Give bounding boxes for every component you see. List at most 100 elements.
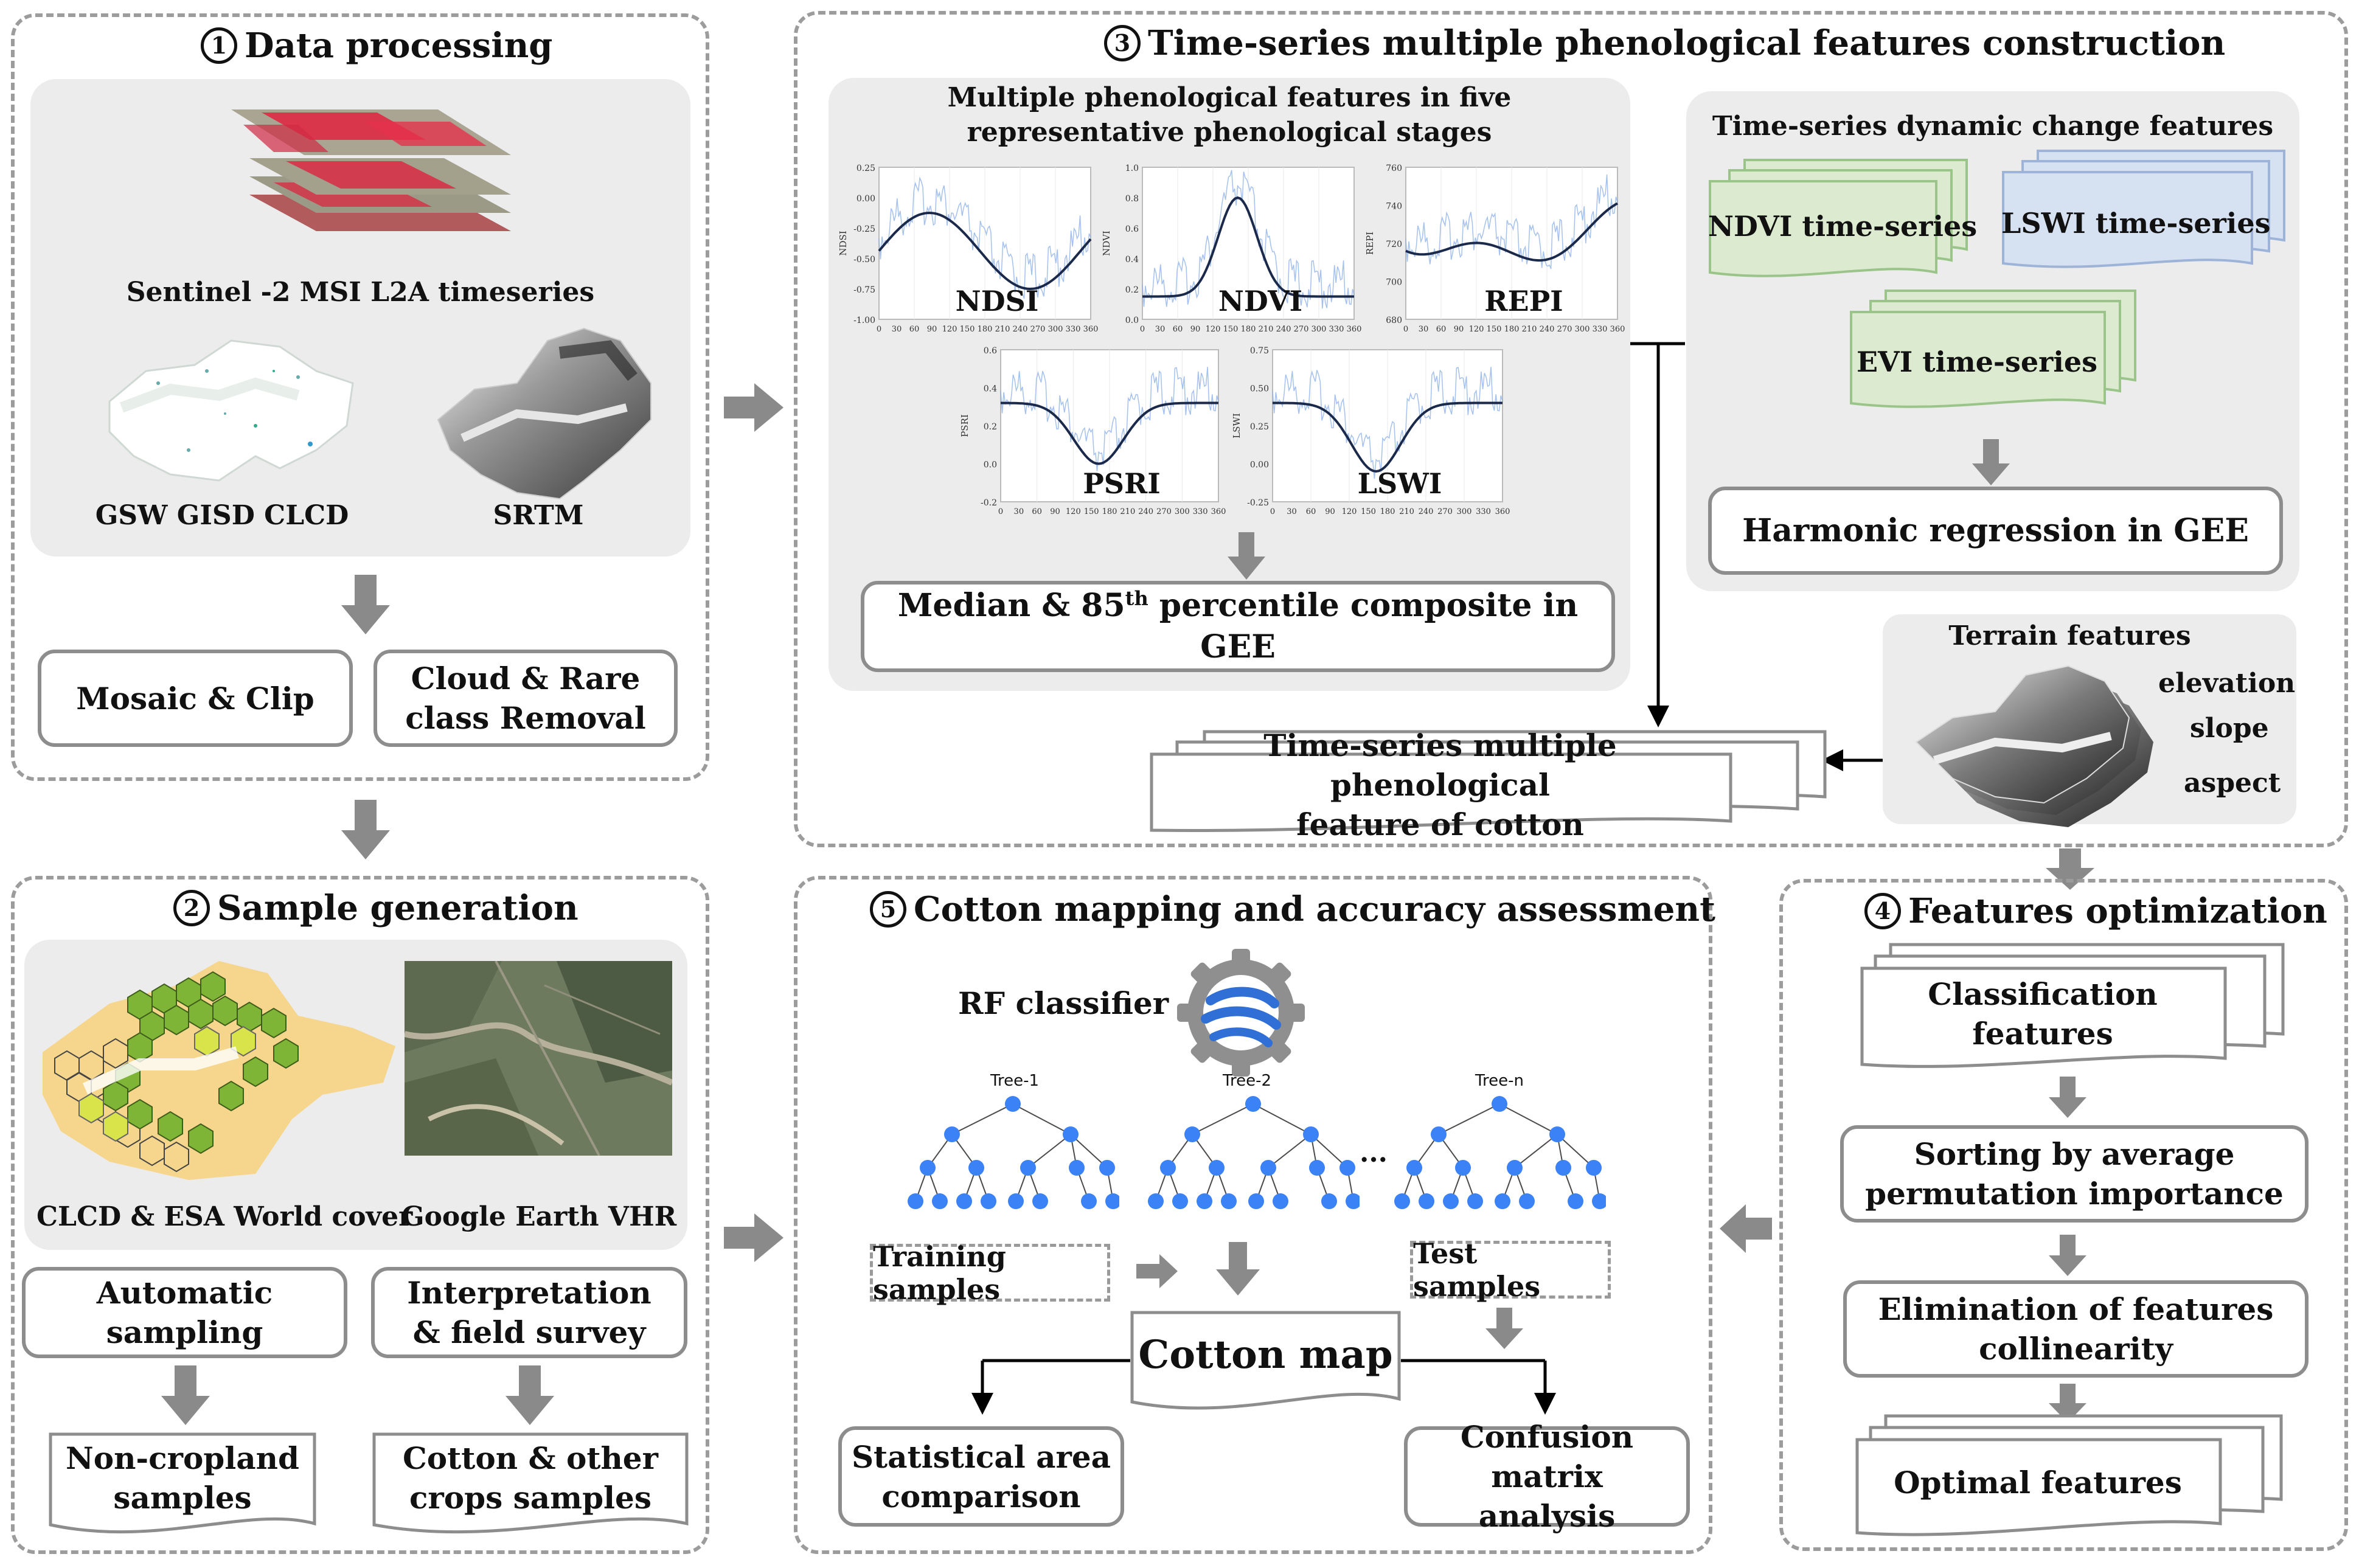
interpretation-line-1: Interpretation: [407, 1275, 651, 1311]
cotton-map-text: Cotton map: [1138, 1331, 1393, 1378]
median-text-sup: th: [1125, 587, 1148, 611]
elimination-box: Elimination of features collinearity: [1843, 1280, 2309, 1378]
median-text-b: percentile composite in GEE: [1148, 587, 1579, 665]
plot-xtick: 300: [1457, 507, 1472, 516]
automatic-sampling-line-2: sampling: [106, 1314, 263, 1350]
plot-ytick: -0.25: [853, 224, 875, 234]
plot-xtick: 90: [1190, 325, 1201, 334]
tree-node: [968, 1160, 984, 1176]
clcd-hex-map: [43, 961, 395, 1180]
mosaic-clip-text: Mosaic & Clip: [76, 680, 314, 716]
plot-xtick: 30: [1419, 325, 1429, 334]
plot-xtick: 60: [1032, 507, 1042, 516]
arrow-left-to-panel-5: [1720, 1204, 1772, 1253]
plot-xtick: 210: [1120, 507, 1135, 516]
plot-ytick: 0.4: [1125, 255, 1139, 265]
confusion-matrix-line-2: analysis: [1478, 1498, 1616, 1534]
evi-ts-label: EVI time-series: [1856, 345, 2098, 378]
ts-features-text: Time-series multiple phenological featur…: [1150, 727, 1731, 842]
cotton-samples-line-1: Cotton & other: [403, 1440, 658, 1476]
plot-xtick: 120: [1066, 507, 1081, 516]
test-samples-text: Test samples: [1413, 1237, 1541, 1303]
tree-node: [981, 1193, 996, 1209]
tree-node: [1008, 1193, 1024, 1209]
tree-node: [1321, 1193, 1337, 1209]
panel-2-title-text: Sample generation: [217, 888, 578, 928]
tree-node: [1005, 1096, 1021, 1112]
gsw-map-image: [108, 339, 354, 482]
tree-node: [1346, 1193, 1360, 1209]
plot-xtick: 90: [927, 325, 937, 334]
plot-ytick: -0.50: [853, 255, 875, 265]
plot-xtick: 240: [1276, 325, 1291, 334]
arrow-right-2: [724, 1213, 783, 1262]
plot-xtick: 270: [1294, 325, 1309, 334]
plot-xtick: 180: [978, 325, 993, 334]
optimal-features-text: Optimal features: [1894, 1464, 2182, 1500]
tree-node: [1032, 1193, 1048, 1209]
tree-edge: [1514, 1134, 1558, 1168]
tree-node: [1197, 1193, 1212, 1209]
plot-xtick: 0: [1270, 507, 1275, 516]
tree-edge: [1012, 1103, 1071, 1135]
arrow-down-p4-3: [2049, 1384, 2086, 1423]
plot-xtick: 210: [1259, 325, 1274, 334]
tree-node: [1406, 1160, 1422, 1176]
ndvi-ts-stack: [1709, 159, 1968, 277]
terrain-elevation: elevation: [2158, 668, 2296, 699]
plot-ytick: -0.75: [853, 285, 875, 295]
tree-edge: [1438, 1103, 1500, 1135]
step-number-2: 2: [173, 890, 210, 926]
noncropland-line-1: Non-cropland: [66, 1440, 299, 1476]
plot-xtick: 360: [1495, 507, 1510, 516]
tree-node: [932, 1193, 948, 1209]
tree-node: [1303, 1126, 1319, 1142]
tree-edge: [1310, 1134, 1348, 1168]
gee-logo-icon: [1177, 949, 1305, 1077]
plot-ytick: 0.00: [1250, 460, 1269, 470]
plot-xtick: 360: [1347, 325, 1361, 334]
plot-xtick: 150: [960, 325, 975, 334]
sorting-line-2: permutation importance: [1865, 1176, 2284, 1212]
plot-ytick: 0.50: [1250, 384, 1269, 394]
plot-noise-band: [1142, 170, 1355, 309]
plot-xtick: 120: [942, 325, 957, 334]
arrow-down-median: [1228, 532, 1265, 580]
arrow-down-harmonic: [1972, 439, 2010, 485]
plot-xtick: 120: [1342, 507, 1357, 516]
step-number-4: 4: [1864, 893, 1901, 929]
optimal-features-doc-shape: [1855, 1414, 2283, 1536]
panel-data-processing: [11, 13, 709, 781]
plot-ylabel: NDVI: [1101, 231, 1112, 256]
multi-features-title-line-2: representative phenological stages: [967, 117, 1492, 148]
plot-noise-band: [1000, 367, 1219, 471]
plot-ytick: -0.2: [981, 498, 997, 508]
tree-node: [908, 1193, 923, 1209]
plot-ytick: 0.25: [856, 164, 875, 173]
step-number-3: 3: [1104, 25, 1141, 61]
plot-mean-line: [1273, 401, 1503, 473]
arrow-down-test: [1485, 1308, 1523, 1349]
classification-features-doc: Classification features: [1860, 943, 2286, 1077]
lswi-ts-label: LSWI time-series: [2001, 207, 2271, 240]
training-samples-box: Training samples: [870, 1240, 1110, 1306]
plot-xtick: 300: [1575, 325, 1590, 334]
plot-name-label: NDVI: [1218, 285, 1302, 317]
noncropland-text: Non-cropland samples: [49, 1432, 316, 1524]
plot-name-label: NDSI: [956, 285, 1039, 317]
plot-xtick: 210: [1522, 325, 1537, 334]
plot-xtick: 300: [1175, 507, 1190, 516]
tree-node: [1069, 1160, 1085, 1176]
plot-name-label: REPI: [1484, 285, 1563, 317]
plot-ytick: 0.0: [1125, 316, 1139, 325]
lswi-ts-stack: [2002, 150, 2285, 268]
confusion-matrix-line-1: Confusion matrix: [1460, 1419, 1634, 1494]
tree-1-label: Tree-1: [990, 1072, 1040, 1090]
panel-features-optimization: [1779, 879, 2348, 1551]
plot-ytick: 0.2: [984, 422, 997, 432]
trees-ellipsis: ...: [1360, 1137, 1388, 1168]
arrow-right-1: [724, 383, 783, 432]
